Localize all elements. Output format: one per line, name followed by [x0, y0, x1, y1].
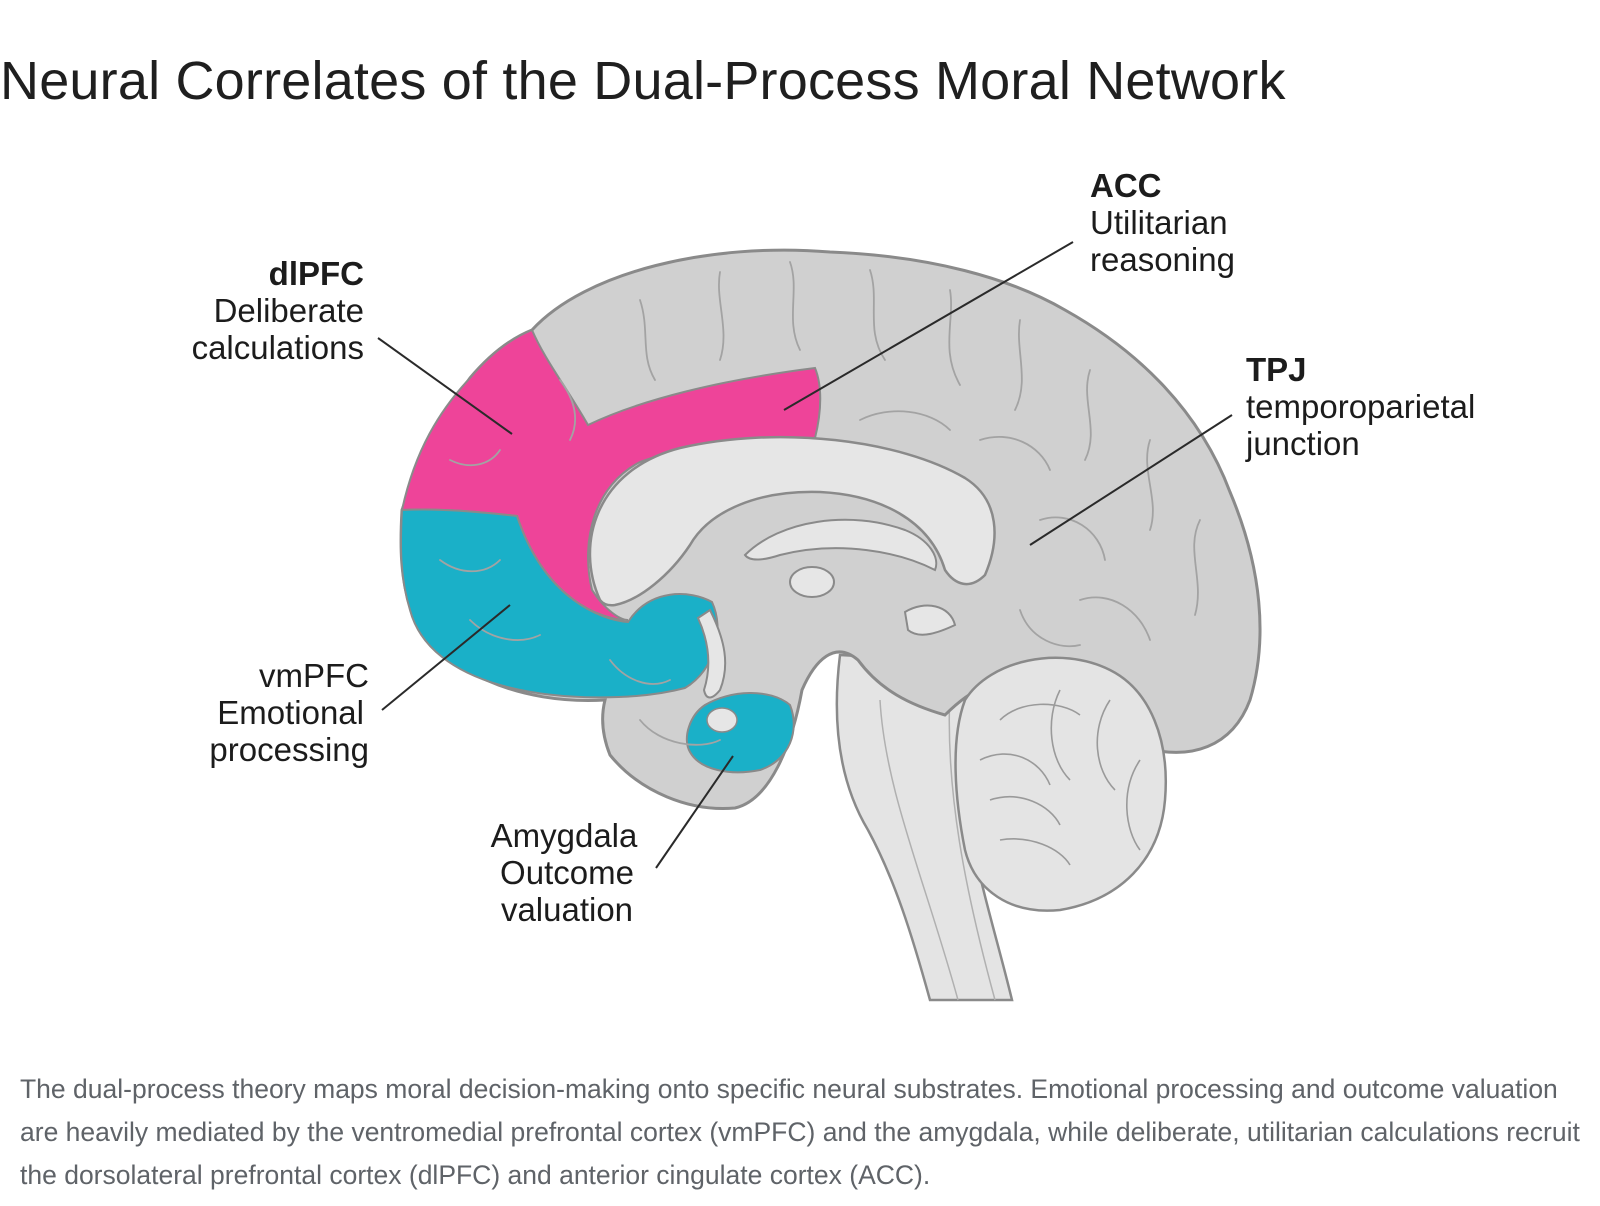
cerebellum — [954, 656, 1167, 912]
tpj-abbr-label: TPJ — [1246, 351, 1307, 388]
vmpfc-leader-line — [381, 604, 511, 711]
spinal-cord-line-2 — [948, 689, 996, 1001]
tpj-desc-line2: junction — [1245, 425, 1360, 462]
sulci — [439, 261, 1201, 746]
figure-caption: The dual-process theory maps moral decis… — [20, 1074, 1580, 1190]
dlpfc-desc-line1: Deliberate — [214, 292, 364, 329]
dlpfc-acc-region — [400, 328, 822, 621]
fornix — [743, 518, 938, 572]
vmpfc-desc-line1: Emotional — [217, 694, 364, 731]
tpj-desc-line1: temporoparietal — [1246, 388, 1475, 425]
tpj-leader-line — [1029, 414, 1233, 546]
amygdala-desc-line1: Outcome — [500, 854, 634, 891]
acc-desc-line1: Utilitarian — [1090, 204, 1228, 241]
thalamus — [789, 566, 835, 598]
page-title: Neural Correlates of the Dual-Process Mo… — [0, 51, 1286, 111]
dlpfc-desc-line2: calculations — [192, 329, 364, 366]
amygdala-inner — [706, 707, 738, 733]
amygdala-name-label: Amygdala — [491, 817, 638, 854]
dlpfc-abbr-label: dlPFC — [269, 255, 364, 292]
acc-abbr-label: ACC — [1090, 167, 1162, 204]
acc-desc-line2: reasoning — [1090, 241, 1235, 278]
corpus-callosum — [588, 435, 996, 607]
vmpfc-abbr-label: vmPFC — [259, 657, 369, 694]
midbrain — [903, 604, 957, 636]
hypothalamus — [696, 608, 727, 699]
vmpfc-desc-line2: processing — [209, 731, 369, 768]
dlpfc-leader-line — [377, 337, 513, 435]
spinal-cord-line — [879, 699, 959, 1001]
amygdala-leader-line — [655, 755, 734, 869]
acc-leader-line — [783, 241, 1074, 411]
cerebellum-folia — [979, 689, 1141, 866]
amygdala-desc-line2: valuation — [501, 891, 633, 928]
